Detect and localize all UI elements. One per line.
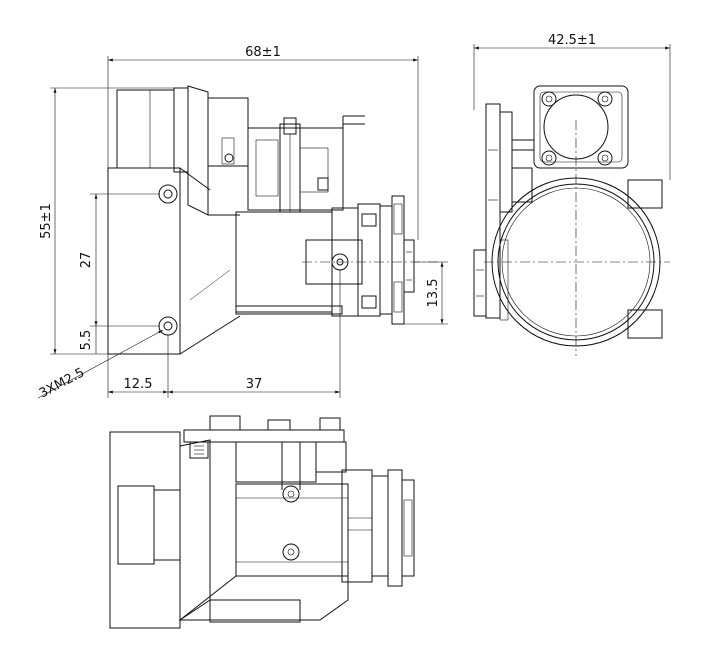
side-view-dimensions: 42.5±1	[473, 33, 671, 180]
dim-overall-height: 55±1	[39, 203, 54, 239]
dim-side-width: 42.5±1	[548, 33, 596, 48]
dim-hole-offset-bottom: 5.5	[79, 330, 94, 351]
dim-hole-offset-left: 12.5	[124, 377, 153, 392]
dim-overall-width: 68±1	[245, 45, 281, 60]
dim-hole-spacing-horizontal: 37	[246, 377, 263, 392]
side-view	[473, 85, 670, 356]
front-view-dimensions: 68±1 55±1 27 5.5 13.5 12.5 37 3XM2.5	[37, 45, 448, 402]
dim-hole-spacing-vertical: 27	[79, 252, 94, 269]
bottom-view	[109, 415, 415, 629]
front-view	[107, 85, 440, 355]
dim-center-height: 13.5	[426, 279, 441, 308]
thread-callout: 3XM2.5	[37, 365, 87, 401]
